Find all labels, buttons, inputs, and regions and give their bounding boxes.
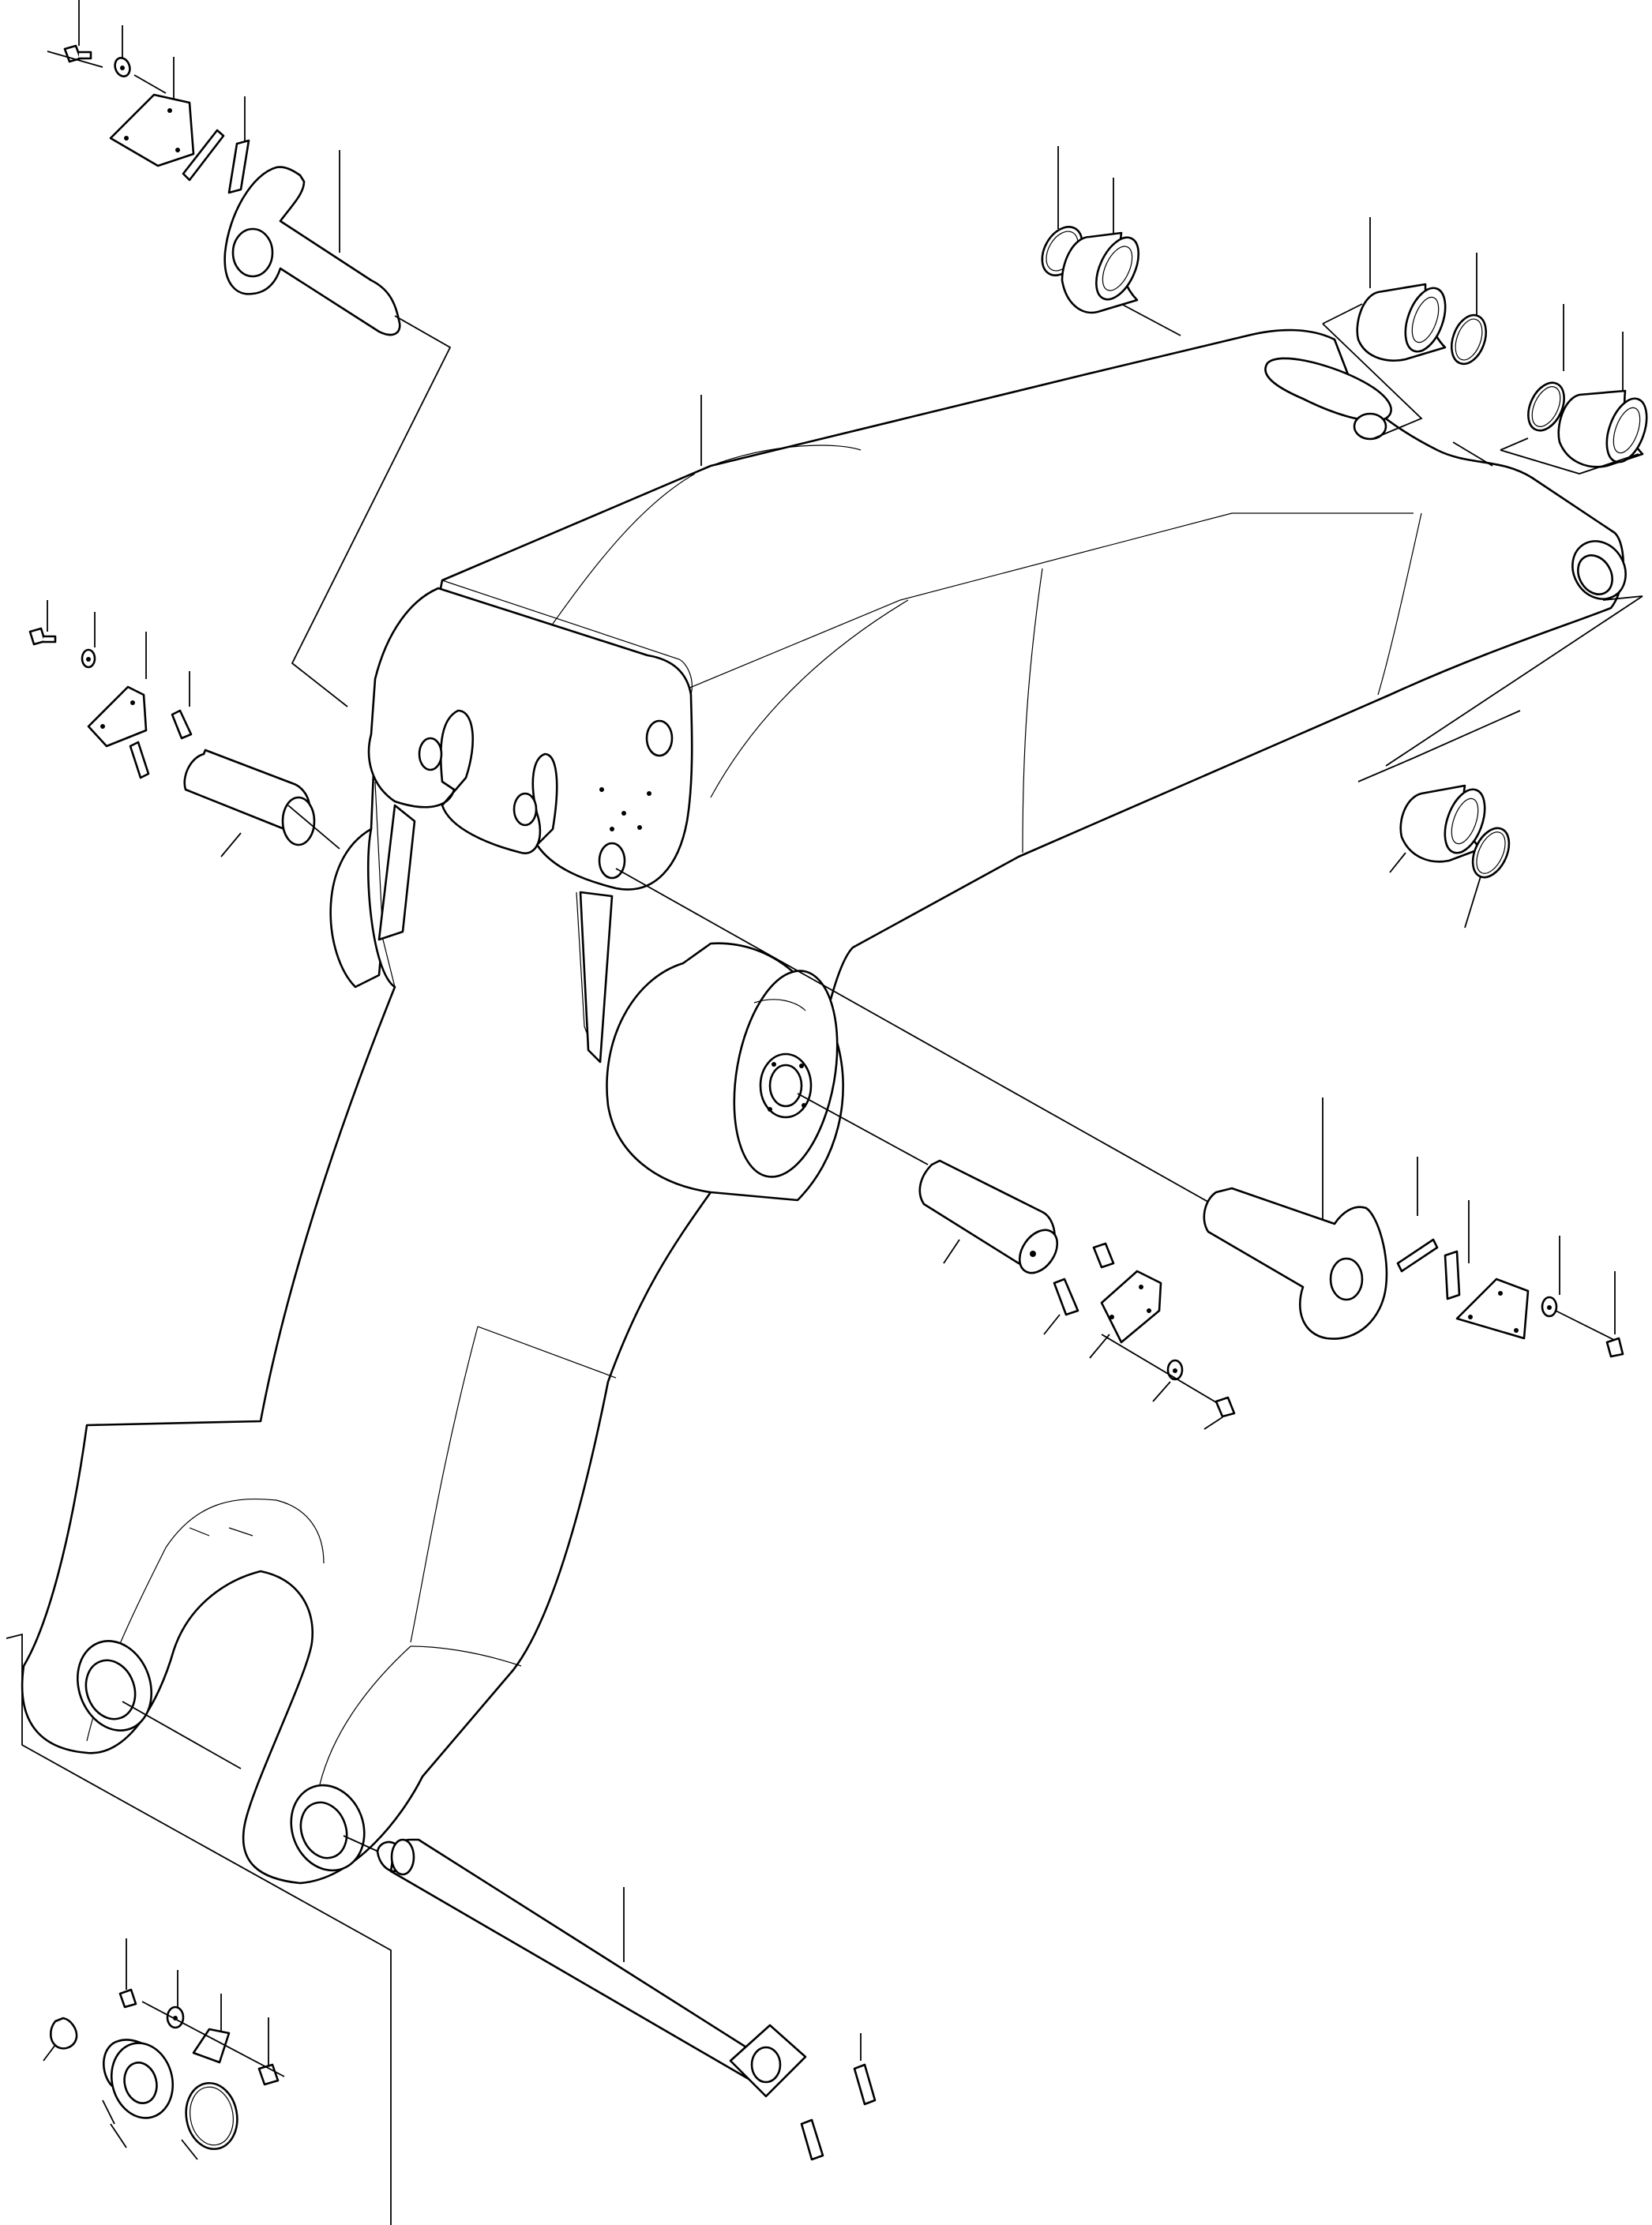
pin-center-assembly <box>797 1093 1236 1430</box>
bushing-right-side <box>1357 595 1643 929</box>
boom-arm <box>21 328 1627 1885</box>
pin-bottom-assembly <box>122 1701 877 2161</box>
bushings-top-right <box>1041 146 1648 475</box>
bearing-cap-assembly <box>6 1633 392 2225</box>
pin-right-assembly <box>615 868 1624 1358</box>
pin-left-mid-assembly <box>28 600 340 857</box>
pin-top-left-assembly <box>47 0 452 707</box>
